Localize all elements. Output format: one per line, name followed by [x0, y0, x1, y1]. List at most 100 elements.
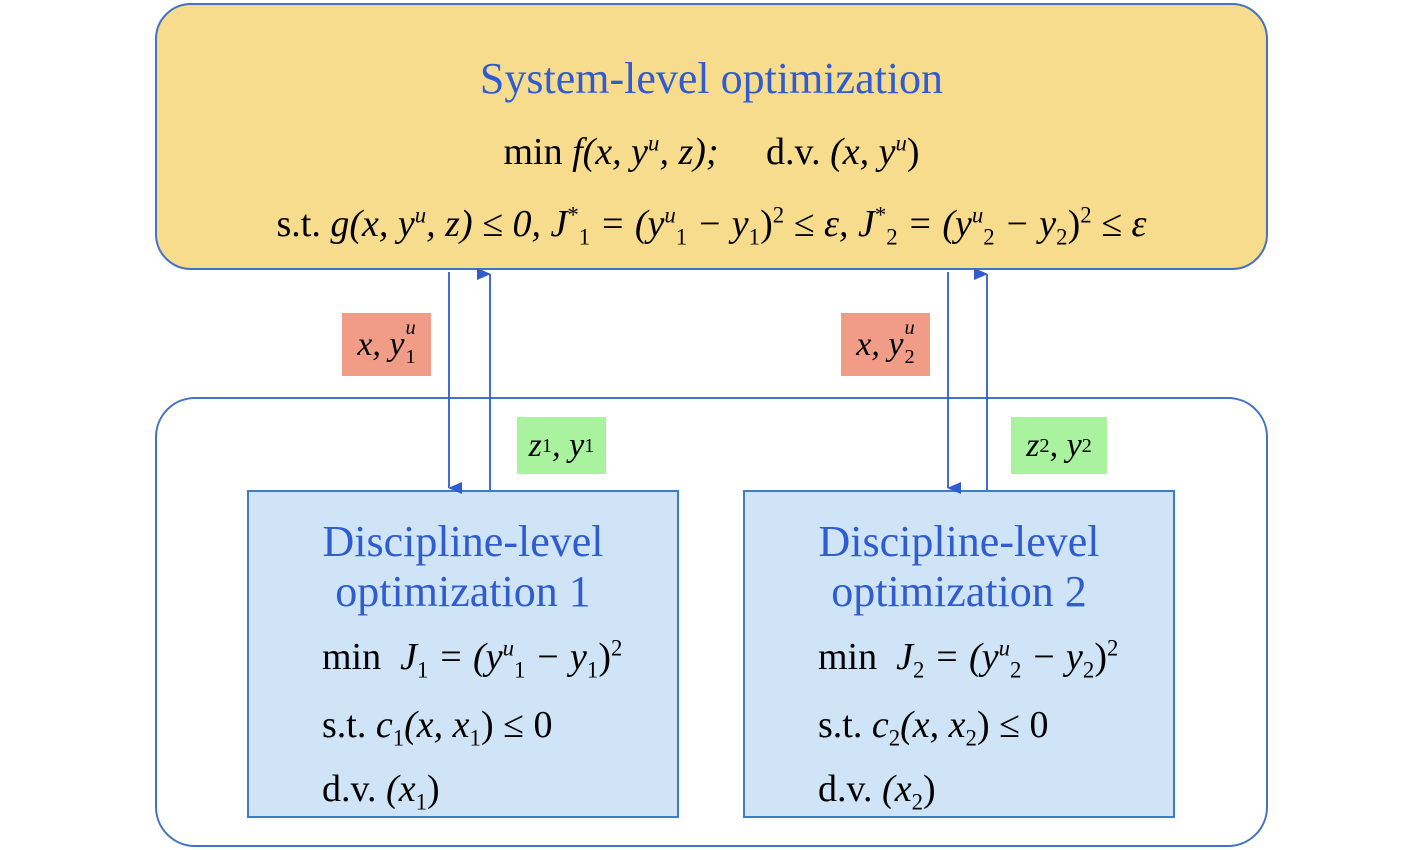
j2-eq: = (y — [897, 203, 972, 245]
eq-open: = (y — [428, 636, 503, 678]
c-symbol: c — [871, 704, 889, 746]
sub-2: 2 — [983, 224, 995, 250]
j-symbol: J — [400, 636, 417, 678]
tag-text: x, y — [357, 325, 405, 363]
objective-rest: , z); — [659, 131, 719, 173]
power-2: 2 — [1080, 202, 1092, 228]
sup-u: u — [414, 202, 427, 228]
sup-u: u — [998, 635, 1010, 661]
eq-open: = (y — [924, 636, 999, 678]
sub-1: 1 — [469, 725, 481, 751]
leq-eps-end: ≤ ε — [1091, 203, 1147, 245]
sub-2: 2 — [1009, 657, 1022, 683]
close-paren: ) — [760, 203, 773, 245]
dv-label: d.v. — [766, 131, 821, 173]
discipline-1-objective: min J1 = (yu1 − y1)2 — [322, 635, 623, 681]
tag-z: z — [1026, 426, 1040, 464]
min-keyword: min — [322, 636, 382, 678]
sub-2: 2 — [1082, 657, 1095, 683]
discipline-1-title-line2: optimization 1 — [335, 567, 591, 616]
system-level-title: System-level optimization — [479, 54, 944, 103]
discipline-1-constraint: s.t. c1(x, x1) ≤ 0 — [322, 704, 553, 749]
discipline-2-box: Discipline-level optimization 2 min J2 =… — [743, 490, 1175, 818]
discipline-2-constraint: s.t. c2(x, x2) ≤ 0 — [818, 704, 1049, 749]
sub-2: 2 — [913, 657, 925, 683]
dv-close: ) — [426, 768, 440, 810]
dv-open: (x — [882, 768, 912, 810]
g-args: (x, y — [349, 203, 415, 245]
dv-label: d.v. — [818, 768, 873, 810]
sup-u: u — [405, 317, 416, 340]
sub-1: 1 — [417, 657, 429, 683]
star: * — [874, 202, 887, 228]
tag-text: x, y — [856, 325, 904, 363]
power-2: 2 — [610, 635, 623, 661]
min-keyword: min — [503, 131, 563, 173]
leq-eps: ≤ ε, — [784, 203, 849, 245]
dv-open: (x — [386, 768, 416, 810]
sub-1: 1 — [578, 224, 591, 250]
sub-2: 2 — [904, 345, 915, 368]
discipline-2-title-line2: optimization 2 — [831, 567, 1087, 616]
g-rest: , z) ≤ 0, — [426, 203, 541, 245]
sub-2: 2 — [888, 725, 901, 751]
sub-1: 1 — [513, 657, 526, 683]
st-keyword: s.t. — [818, 704, 863, 746]
sup-u: u — [904, 317, 915, 340]
c-args: (x, x — [404, 704, 470, 746]
dv-args: (x, y — [830, 131, 896, 173]
st-keyword: s.t. — [276, 203, 321, 245]
sup-u: u — [648, 130, 660, 156]
dv-close: ) — [906, 131, 920, 173]
sub-1: 1 — [415, 789, 427, 815]
power-2: 2 — [772, 202, 785, 228]
discipline-1-dv: d.v. (x1) — [322, 768, 440, 813]
sub-1: 1 — [405, 345, 416, 368]
discipline-2-objective: min J2 = (yu2 − y2)2 — [818, 635, 1118, 681]
star: * — [567, 202, 579, 228]
close-paren: ) — [598, 636, 611, 678]
objective-args: (x, y — [582, 131, 649, 173]
sub-1: 1 — [392, 725, 405, 751]
discipline-2-dv: d.v. (x2) — [818, 768, 936, 813]
tag-rest: , y — [1049, 426, 1082, 464]
objective-function: f — [572, 131, 583, 173]
tag-z: z — [528, 426, 542, 464]
system-level-box: System-level optimization min f(x, yu, z… — [155, 3, 1268, 270]
tag-rest: , y — [552, 426, 585, 464]
j1-minus: − y — [687, 203, 749, 245]
j1-eq: = (y — [590, 203, 665, 245]
sub-2: 2 — [1056, 224, 1068, 250]
system-constraint: s.t. g(x, yu, z) ≤ 0, J*1 = (yu1 − y1)2 … — [157, 202, 1266, 248]
discipline-1-title-line1: Discipline-level — [322, 517, 604, 566]
sub-2: 2 — [886, 224, 898, 250]
sub-1: 1 — [586, 657, 599, 683]
c-close: ) ≤ 0 — [976, 704, 1049, 746]
dv-close: ) — [922, 768, 936, 810]
sup-u: u — [502, 635, 514, 661]
c-args: (x, x — [900, 704, 966, 746]
min-keyword: min — [818, 636, 878, 678]
dv-label: d.v. — [322, 768, 377, 810]
st-keyword: s.t. — [322, 704, 367, 746]
c-close: ) ≤ 0 — [480, 704, 553, 746]
discipline-2-title-line1: Discipline-level — [818, 517, 1100, 566]
discipline-1-box: Discipline-level optimization 1 min J1 =… — [247, 490, 679, 818]
j1-symbol: J — [550, 203, 568, 245]
minus-y: − y — [1021, 636, 1083, 678]
sup-u: u — [664, 202, 676, 228]
c-symbol: c — [375, 704, 393, 746]
sub-2: 2 — [911, 789, 923, 815]
sup-u: u — [971, 202, 984, 228]
j-symbol: J — [896, 636, 913, 678]
j2-symbol: J — [857, 203, 875, 245]
j2-minus: − y — [994, 203, 1057, 245]
sup-u: u — [895, 130, 907, 156]
close-paren: ) — [1067, 203, 1081, 245]
sub-1: 1 — [675, 224, 688, 250]
close-paren: ) — [1094, 636, 1107, 678]
